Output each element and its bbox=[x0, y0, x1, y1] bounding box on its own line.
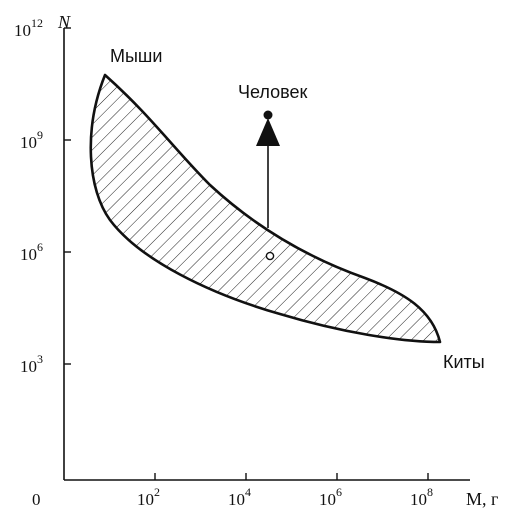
y-tick-label: 103 bbox=[20, 352, 43, 376]
human-point-filled bbox=[263, 110, 273, 120]
whales-label: Киты bbox=[443, 352, 485, 372]
mice-label: Мыши bbox=[110, 46, 162, 66]
x-tick-label: 108 bbox=[410, 485, 433, 509]
y-axis-title: N bbox=[57, 12, 71, 32]
x-tick-label: 106 bbox=[319, 485, 342, 509]
human-label: Человек bbox=[238, 82, 307, 102]
x-axis-title: M, г bbox=[466, 489, 498, 509]
y-tick-label: 1012 bbox=[14, 16, 43, 40]
region-point-open bbox=[265, 251, 275, 261]
x-tick-label: 104 bbox=[228, 485, 251, 509]
y-tick-label: 106 bbox=[20, 240, 43, 264]
x-origin-label: 0 bbox=[32, 490, 41, 509]
arrow-head bbox=[256, 118, 280, 146]
x-tick-label: 102 bbox=[137, 485, 160, 509]
hatched-region bbox=[89, 73, 442, 344]
y-tick-label: 109 bbox=[20, 128, 43, 152]
